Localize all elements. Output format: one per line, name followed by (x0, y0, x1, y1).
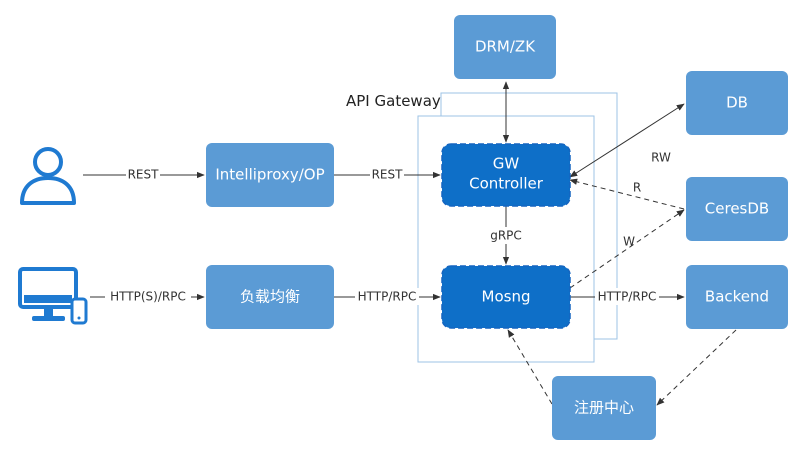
node-load-balancer-label: 负载均衡 (240, 288, 300, 306)
label-db-rw: RW (651, 151, 671, 165)
edge-ceres-to-gw (569, 178, 685, 210)
edge-db-gw (569, 103, 685, 178)
node-intelliproxy[interactable]: Intelliproxy/OP (206, 143, 334, 207)
label-ceres-r: R (633, 181, 641, 195)
node-registry-label: 注册中心 (574, 399, 634, 417)
label-lb-to-mosng: HTTP/RPC (358, 290, 417, 304)
person-icon (20, 147, 76, 205)
node-db[interactable]: DB (686, 71, 788, 135)
node-registry[interactable]: 注册中心 (552, 376, 656, 440)
label-mosng-to-backend: HTTP/RPC (598, 290, 657, 304)
node-db-label: DB (726, 94, 748, 112)
node-drm-label: DRM/ZK (475, 38, 536, 56)
node-ceresdb-label: CeresDB (705, 200, 769, 218)
label-user-to-proxy: REST (128, 168, 160, 182)
node-intelliproxy-label: Intelliproxy/OP (215, 166, 324, 184)
node-backend[interactable]: Backend (686, 265, 788, 329)
node-load-balancer[interactable]: 负载均衡 (206, 265, 334, 329)
node-backend-label: Backend (705, 288, 769, 306)
node-gw-controller-label-1: GW (493, 155, 520, 173)
node-gw-controller[interactable]: GW Controller (441, 143, 571, 207)
label-client-to-lb: HTTP(S)/RPC (110, 290, 186, 304)
node-drm[interactable]: DRM/ZK (454, 15, 556, 79)
edge-labels: REST REST HTTP(S)/RPC HTTP/RPC gRPC HTTP… (105, 151, 671, 305)
node-mosng[interactable]: Mosng (441, 265, 571, 329)
label-ceres-w: W (623, 235, 635, 249)
label-gw-to-mosng: gRPC (490, 229, 522, 243)
node-gw-controller-label-2: Controller (469, 175, 544, 193)
desktop-mobile-icon (18, 267, 88, 325)
label-proxy-to-gw: REST (372, 168, 404, 182)
edge-backend-to-registry (656, 329, 737, 406)
api-gateway-title: API Gateway (346, 92, 441, 110)
node-mosng-label: Mosng (482, 288, 531, 306)
edges (83, 81, 737, 406)
node-ceresdb[interactable]: CeresDB (686, 177, 788, 241)
